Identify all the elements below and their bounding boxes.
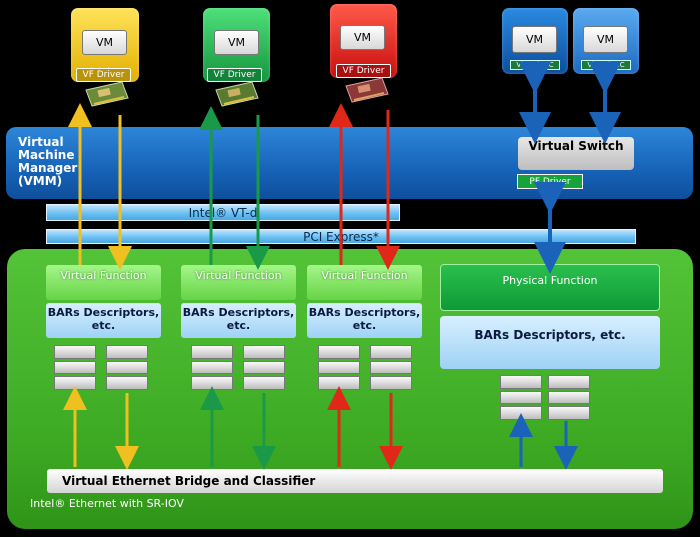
nic-card-icon bbox=[85, 81, 129, 107]
virtual-function-2: Virtual Function bbox=[181, 265, 296, 300]
queue-icon bbox=[370, 345, 412, 391]
vm-1-box: VM bbox=[82, 30, 127, 55]
vm-5-box: VM bbox=[583, 26, 628, 53]
vm-1-vf-driver: VF Driver bbox=[76, 68, 131, 82]
queue-icon bbox=[243, 345, 285, 391]
virtual-function-3: Virtual Function bbox=[307, 265, 422, 300]
vtd-bar: Intel® VT-d bbox=[46, 204, 400, 221]
bars-descriptors-2: BARs Descriptors, etc. bbox=[181, 303, 296, 338]
queue-icon bbox=[500, 375, 542, 421]
queue-icon bbox=[548, 375, 590, 421]
nic-label: Intel® Ethernet with SR-IOV bbox=[30, 497, 184, 510]
nic-card-icon bbox=[345, 77, 389, 103]
vm-2-vf-driver: VF Driver bbox=[207, 68, 262, 82]
vm-4-box: VM bbox=[512, 26, 557, 53]
virtual-function-1: Virtual Function bbox=[46, 265, 161, 300]
bars-descriptors-1: BARs Descriptors, etc. bbox=[46, 303, 161, 338]
vm-3-box: VM bbox=[340, 25, 385, 50]
bars-descriptors-3: BARs Descriptors, etc. bbox=[307, 303, 422, 338]
queue-icon bbox=[106, 345, 148, 391]
physical-bars-descriptors: BARs Descriptors, etc. bbox=[440, 316, 660, 369]
vm-3-vf-driver: VF Driver bbox=[336, 64, 391, 78]
virtual-ethernet-bridge: Virtual Ethernet Bridge and Classifier bbox=[47, 469, 663, 493]
vm-2-box: VM bbox=[214, 30, 259, 55]
vmm-label: Virtual Machine Manager (VMM) bbox=[18, 135, 78, 188]
nic-card-icon bbox=[215, 81, 259, 107]
